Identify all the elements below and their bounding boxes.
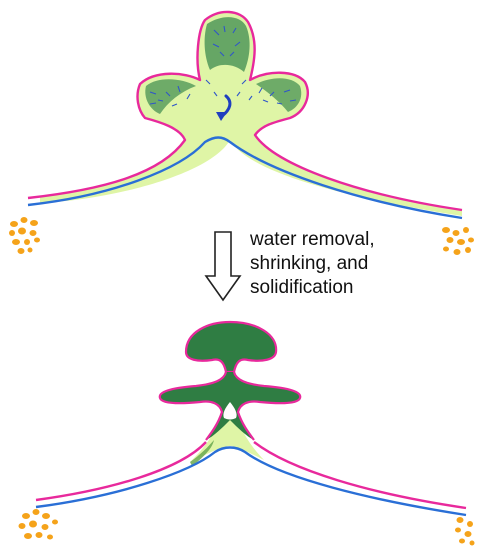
caption-line-3: solidification — [250, 276, 470, 300]
top-stage — [9, 12, 474, 255]
hollow-down-arrow-icon — [206, 232, 240, 300]
caption-line-2: shrinking, and — [250, 252, 470, 276]
particle-cluster-top-left — [9, 217, 40, 254]
caption-line-1: water removal, — [250, 228, 470, 252]
particle-cluster-bottom-right — [455, 517, 475, 546]
particle-cluster-bottom-left — [19, 509, 59, 540]
bottom-membrane — [36, 448, 466, 516]
top-gel-rim — [205, 17, 250, 72]
process-caption: water removal, shrinking, and solidifica… — [250, 228, 470, 300]
bottom-stage — [19, 322, 475, 546]
